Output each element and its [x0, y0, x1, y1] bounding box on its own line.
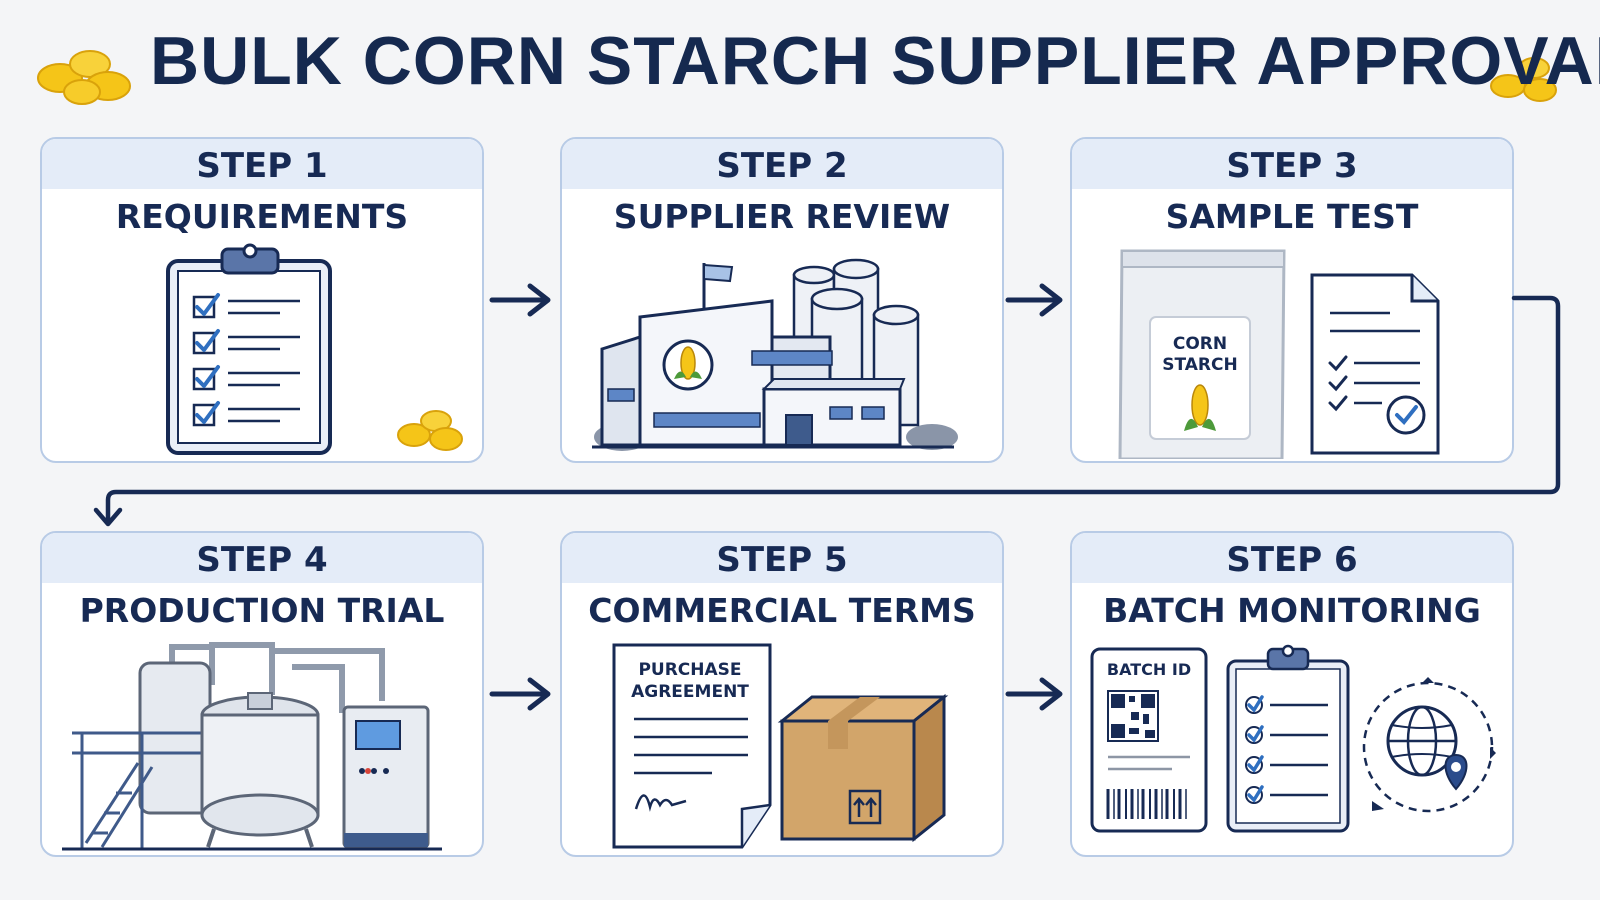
step-title: BATCH MONITORING: [1103, 591, 1481, 630]
step-number: STEP 1: [196, 146, 328, 186]
corn-kernels-icon: [37, 50, 131, 105]
bag-label: STARCH: [1162, 355, 1237, 375]
document-label: PURCHASE: [638, 660, 741, 680]
step-card-4: STEP 4 PRODUCTION TRIAL: [40, 531, 484, 857]
signature-icon: [634, 794, 687, 812]
step-card-3: STEP 3 SAMPLE TEST CORN STARCH: [1070, 137, 1514, 463]
step-title: COMMERCIAL TERMS: [588, 591, 976, 630]
sample-bag-icon: CORN STARCH: [1118, 249, 1440, 459]
batch-tag-icon: BATCH ID: [1090, 644, 1496, 833]
qr-code-icon: [1107, 690, 1159, 742]
step-title: REQUIREMENTS: [115, 197, 409, 236]
step-number: STEP 5: [716, 540, 848, 580]
step-title: SAMPLE TEST: [1165, 197, 1419, 236]
corn-kernels-icon: [397, 410, 463, 451]
factory-icon: [592, 258, 958, 451]
corn-kernels-icon: [1490, 57, 1557, 102]
step-number: STEP 2: [716, 146, 848, 186]
step-card-2: STEP 2 SUPPLIER REVIEW: [560, 137, 1004, 463]
globe-location-icon: [1362, 677, 1496, 813]
clipboard-checklist-icon: [1226, 644, 1350, 833]
step-card-1: STEP 1 REQUIREMENTS: [40, 137, 484, 463]
clipboard-checklist-icon: [166, 243, 463, 455]
page-title: BULK CORN STARCH SUPPLIER APPROVAL: [150, 23, 1600, 99]
step-card-header: STEP 1: [42, 139, 482, 189]
barcode-icon: [1106, 789, 1187, 819]
shipping-box-icon: [777, 693, 949, 843]
step-card-header: STEP 4: [42, 533, 482, 583]
arrow-right-icon: [1005, 677, 1063, 711]
step-card-5: STEP 5 COMMERCIAL TERMS PURCHASE AGREEME…: [560, 531, 1004, 857]
document-label: AGREEMENT: [631, 682, 749, 702]
step-number: STEP 4: [196, 540, 328, 580]
arrow-right-icon: [489, 677, 551, 711]
bag-label: CORN: [1173, 334, 1227, 354]
arrow-right-icon: [489, 283, 551, 317]
test-report-icon: [1310, 273, 1440, 455]
step-number: STEP 6: [1226, 540, 1358, 580]
step-card-6: STEP 6 BATCH MONITORING BATCH ID: [1070, 531, 1514, 857]
step-title: PRODUCTION TRIAL: [79, 591, 445, 630]
production-tank-icon: [62, 642, 442, 851]
step-title: SUPPLIER REVIEW: [613, 197, 951, 236]
purchase-agreement-icon: PURCHASE AGREEMENT: [612, 643, 949, 849]
step-number: STEP 3: [1226, 146, 1358, 186]
batch-id-label: BATCH ID: [1107, 660, 1191, 679]
arrow-right-icon: [1005, 283, 1063, 317]
step-card-header: STEP 2: [562, 139, 1002, 189]
step-card-header: STEP 6: [1072, 533, 1512, 583]
step-card-header: STEP 5: [562, 533, 1002, 583]
connector-arrow-icon: [93, 295, 1561, 527]
step-card-header: STEP 3: [1072, 139, 1512, 189]
